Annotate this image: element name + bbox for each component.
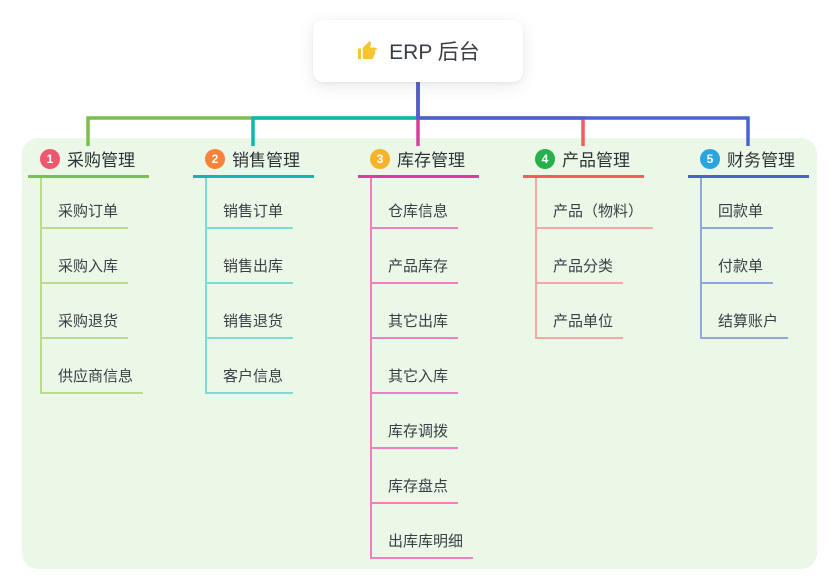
root-node-erp[interactable]: ERP 后台 xyxy=(313,20,523,82)
node-item[interactable]: 销售退货 xyxy=(207,284,294,339)
node-item[interactable]: 销售订单 xyxy=(207,178,294,229)
node-item[interactable]: 产品单位 xyxy=(537,284,624,339)
badge-5: 5 xyxy=(700,148,720,169)
branch-title-purchase[interactable]: 1 采购管理 xyxy=(28,148,149,178)
node-item[interactable]: 产品（物料） xyxy=(537,178,654,229)
node-item[interactable]: 产品库存 xyxy=(372,229,459,284)
node-item[interactable]: 采购订单 xyxy=(42,178,129,229)
node-item[interactable]: 库存盘点 xyxy=(372,449,459,504)
node-item[interactable]: 供应商信息 xyxy=(42,339,144,394)
branch-title-finance[interactable]: 5 财务管理 xyxy=(688,148,809,178)
branch-purchase: 1 采购管理 采购订单 采购入库 采购退货 供应商信息 xyxy=(28,148,149,394)
branch-finance: 5 财务管理 回款单 付款单 结算账户 xyxy=(688,148,809,339)
node-item[interactable]: 客户信息 xyxy=(207,339,294,394)
branch-title-inventory[interactable]: 3 库存管理 xyxy=(358,148,479,178)
node-item[interactable]: 仓库信息 xyxy=(372,178,459,229)
connector-branch-5 xyxy=(416,82,750,146)
node-item[interactable]: 采购入库 xyxy=(42,229,129,284)
branch-inventory: 3 库存管理 仓库信息 产品库存 其它出库 其它入库 库存调拨 库存盘点 出库库… xyxy=(358,148,479,559)
node-item[interactable]: 库存调拨 xyxy=(372,394,459,449)
node-item[interactable]: 付款单 xyxy=(702,229,774,284)
branch-product: 4 产品管理 产品（物料） 产品分类 产品单位 xyxy=(523,148,654,339)
branch-label: 库存管理 xyxy=(397,151,465,170)
branch-children: 销售订单 销售出库 销售退货 客户信息 xyxy=(205,178,294,394)
node-item[interactable]: 出库库明细 xyxy=(372,504,474,559)
node-item[interactable]: 采购退货 xyxy=(42,284,129,339)
connector-branch-2 xyxy=(251,82,420,146)
branch-label: 采购管理 xyxy=(67,151,135,170)
connector-branch-4 xyxy=(416,82,585,146)
node-item[interactable]: 回款单 xyxy=(702,178,774,229)
branch-children: 采购订单 采购入库 采购退货 供应商信息 xyxy=(40,178,144,394)
node-item[interactable]: 其它出库 xyxy=(372,284,459,339)
node-item[interactable]: 销售出库 xyxy=(207,229,294,284)
branch-title-product[interactable]: 4 产品管理 xyxy=(523,148,644,178)
branch-label: 产品管理 xyxy=(562,151,630,170)
branch-children: 回款单 付款单 结算账户 xyxy=(700,178,789,339)
node-item[interactable]: 产品分类 xyxy=(537,229,624,284)
badge-3: 3 xyxy=(370,148,390,169)
badge-1: 1 xyxy=(40,148,60,169)
connector-branch-1 xyxy=(86,82,420,146)
badge-2: 2 xyxy=(205,148,225,169)
branch-label: 销售管理 xyxy=(232,151,300,170)
branches-panel xyxy=(22,138,817,569)
thumbs-up-icon xyxy=(358,40,378,59)
branch-label: 财务管理 xyxy=(727,151,795,170)
root-node-label: ERP 后台 xyxy=(389,41,480,64)
branch-sales: 2 销售管理 销售订单 销售出库 销售退货 客户信息 xyxy=(193,148,314,394)
branch-children: 仓库信息 产品库存 其它出库 其它入库 库存调拨 库存盘点 出库库明细 xyxy=(370,178,474,559)
node-item[interactable]: 结算账户 xyxy=(702,284,789,339)
branch-title-sales[interactable]: 2 销售管理 xyxy=(193,148,314,178)
node-item[interactable]: 其它入库 xyxy=(372,339,459,394)
badge-4: 4 xyxy=(535,148,555,169)
branch-children: 产品（物料） 产品分类 产品单位 xyxy=(535,178,654,339)
